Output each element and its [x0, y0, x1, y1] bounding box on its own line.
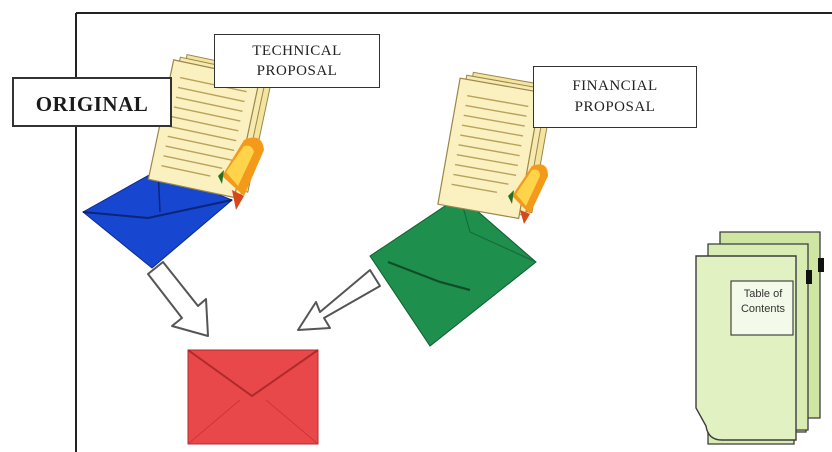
technical-document-stack-icon [147, 53, 274, 210]
financial-proposal-label: FINANCIAL PROPOSAL [533, 66, 697, 128]
financial-label-line1: FINANCIAL [572, 78, 658, 94]
technical-proposal-label: TECHNICAL PROPOSAL [214, 34, 380, 88]
green-envelope-icon [369, 195, 537, 347]
original-label: ORIGINAL [12, 77, 172, 127]
technical-label-line2: PROPOSAL [256, 63, 338, 79]
table-of-contents-label: Table of Contents [734, 283, 792, 333]
hollow-arrow-icon [297, 269, 381, 331]
financial-label-line2: PROPOSAL [574, 99, 656, 115]
technical-label-line1: TECHNICAL [252, 43, 342, 59]
pen-icon [508, 164, 548, 224]
financial-document-stack-icon [437, 71, 555, 224]
table-of-contents-stack-icon [695, 231, 824, 445]
red-envelope-icon [187, 349, 319, 445]
toc-label-line1: Table of [743, 288, 783, 300]
pen-icon [218, 137, 264, 210]
toc-label-line2: Contents [740, 303, 786, 315]
hollow-arrow-icon [147, 261, 209, 337]
original-label-text: ORIGINAL [35, 92, 149, 116]
